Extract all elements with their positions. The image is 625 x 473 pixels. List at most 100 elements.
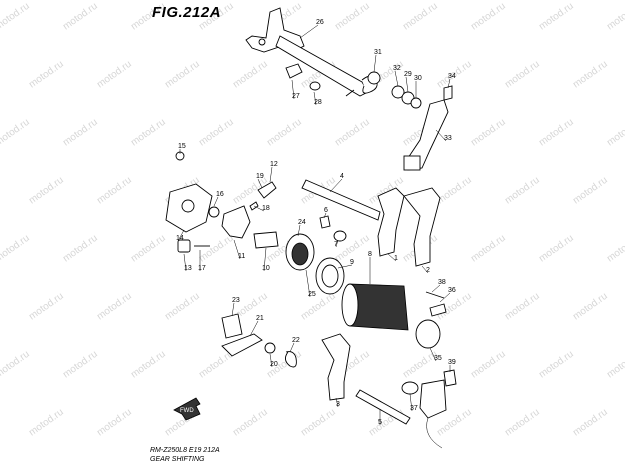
watermark-text: motod.ru <box>0 233 32 265</box>
part-number-4: 4 <box>340 173 344 180</box>
shift-cam-part <box>349 283 409 331</box>
watermark-text: motod.ru <box>469 1 508 33</box>
sensor-wire <box>426 417 443 449</box>
watermark-text: motod.ru <box>61 1 100 33</box>
leader-line <box>429 347 437 362</box>
watermark-text: motod.ru <box>197 233 236 265</box>
watermark-text: motod.ru <box>401 1 440 33</box>
watermark-text: motod.ru <box>469 233 508 265</box>
cam-bolt-part <box>253 231 279 249</box>
leader-line <box>249 320 259 337</box>
part-number-39: 39 <box>448 359 456 366</box>
watermark-text: motod.ru <box>435 175 474 207</box>
leader-line <box>253 205 265 212</box>
part-number-27: 27 <box>292 93 300 100</box>
part-number-20: 20 <box>270 361 278 368</box>
leader-line <box>431 284 441 293</box>
shift-fork-part <box>321 333 351 401</box>
leader-line <box>335 239 339 248</box>
watermark-text: motod.ru <box>231 59 270 91</box>
bearing-part <box>410 97 422 109</box>
leader-line <box>183 253 187 272</box>
bolt-part <box>221 313 243 339</box>
shift-pawl-lifter-part <box>221 333 263 357</box>
leader-line <box>177 229 185 242</box>
watermark-text: motod.ru <box>333 117 372 149</box>
watermark-text: motod.ru <box>299 407 338 439</box>
watermark-text: motod.ru <box>129 233 168 265</box>
watermark-text: motod.ru <box>537 117 576 149</box>
gear-position-sensor-part <box>419 379 447 419</box>
watermark-text: motod.ru <box>95 291 134 323</box>
watermark-text: motod.ru <box>95 175 134 207</box>
fwd-arrow-icon: FWD <box>173 397 201 421</box>
watermark-text: motod.ru <box>571 291 610 323</box>
part-number-7: 7 <box>334 241 338 248</box>
watermark-text: motod.ru <box>299 291 338 323</box>
part-number-35: 35 <box>434 355 442 362</box>
part-number-17: 17 <box>198 265 206 272</box>
watermark-text: motod.ru <box>469 117 508 149</box>
leader-line <box>409 393 413 412</box>
part-number-12: 12 <box>270 161 278 168</box>
shift-cam-end <box>341 283 359 327</box>
shift-fork-part <box>403 187 441 267</box>
leader-line <box>233 239 241 260</box>
leader-line <box>394 70 399 87</box>
bearing-inner <box>321 264 339 288</box>
watermark-text: motod.ru <box>503 175 542 207</box>
spring-part <box>429 303 447 317</box>
shift-spring-part <box>345 71 381 97</box>
part-number-14: 14 <box>176 235 184 242</box>
leader-line <box>313 91 317 106</box>
watermark-text: motod.ru <box>537 349 576 381</box>
figure-title: FIG.212A <box>152 4 222 21</box>
watermark-text: motod.ru <box>605 1 625 33</box>
part-number-21: 21 <box>256 315 264 322</box>
washer-part <box>309 81 321 91</box>
leader-line <box>387 253 397 262</box>
watermark-text: motod.ru <box>503 59 542 91</box>
washer-part <box>333 230 347 242</box>
part-number-36: 36 <box>448 287 456 294</box>
watermark-text: motod.ru <box>61 349 100 381</box>
part-number-31: 31 <box>374 49 382 56</box>
watermark-text: motod.ru <box>27 175 66 207</box>
bearing-part <box>415 319 441 349</box>
watermark-text: motod.ru <box>61 117 100 149</box>
leader-line <box>213 196 219 207</box>
gear-hub-part <box>291 242 309 266</box>
svg-text:FWD: FWD <box>180 408 194 414</box>
figure-subtitle: GEAR SHIFTING <box>150 456 205 463</box>
bolt-part <box>285 63 303 79</box>
part-number-38: 38 <box>438 279 446 286</box>
watermark-text: motod.ru <box>571 407 610 439</box>
part-number-11: 11 <box>238 253 245 260</box>
leader-line <box>323 212 327 219</box>
model-code: RM-Z250L8 E19 212A <box>150 447 220 454</box>
watermark-text: motod.ru <box>469 349 508 381</box>
part-number-13: 13 <box>184 265 192 272</box>
pin-part <box>425 291 445 299</box>
watermark-text: motod.ru <box>605 233 625 265</box>
watermark-text: motod.ru <box>605 117 625 149</box>
cam-stopper-part <box>221 205 251 239</box>
leader-line <box>447 78 451 89</box>
shift-arm-part <box>403 85 453 171</box>
part-number-29: 29 <box>404 71 412 78</box>
leader-line <box>335 397 339 408</box>
part-number-15: 15 <box>178 143 186 150</box>
watermark-text: motod.ru <box>27 59 66 91</box>
part-number-28: 28 <box>314 99 322 106</box>
part-number-10: 10 <box>262 265 270 272</box>
part-number-5: 5 <box>378 419 382 426</box>
leader-line <box>289 342 295 353</box>
watermark-text: motod.ru <box>0 117 32 149</box>
watermark-text: motod.ru <box>571 175 610 207</box>
watermark-text: motod.ru <box>95 407 134 439</box>
watermark-text: motod.ru <box>0 349 32 381</box>
watermark-text: motod.ru <box>163 59 202 91</box>
